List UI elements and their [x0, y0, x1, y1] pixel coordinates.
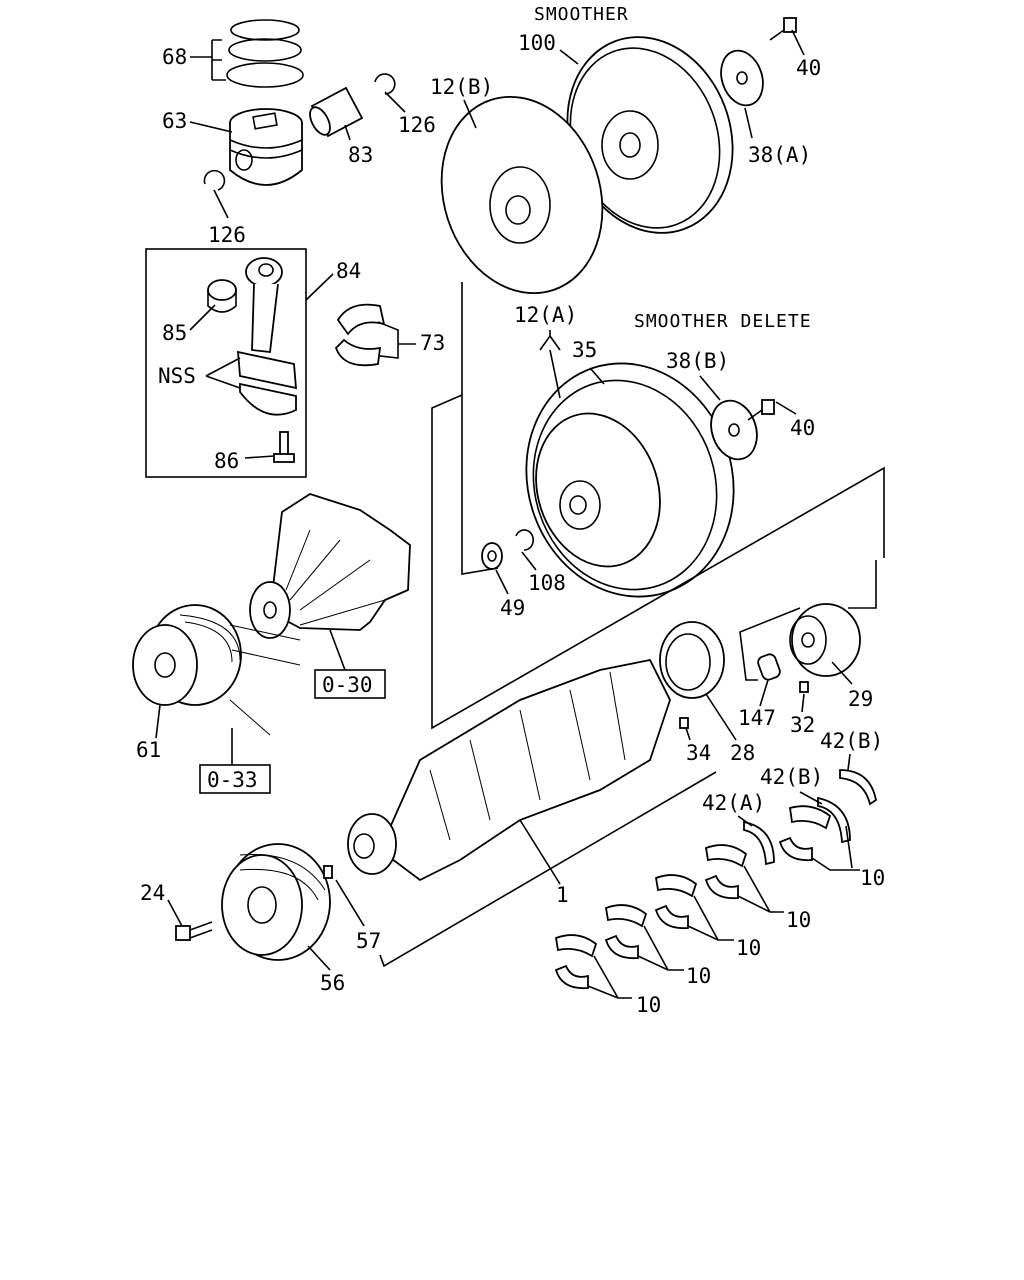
flywheel-bolt-part — [769, 17, 797, 41]
water-pump-part — [249, 493, 411, 639]
crank-gear-part — [789, 603, 861, 677]
callout-56: 56 — [320, 971, 345, 995]
conrod-bearing-part — [334, 303, 386, 367]
callout-10-e: 10 — [636, 993, 661, 1017]
callout-10-b: 10 — [786, 908, 811, 932]
crankshaft-part — [347, 658, 671, 882]
callout-12a: 12(A) — [514, 303, 577, 327]
callout-42b-upper: 42(B) — [820, 729, 883, 753]
snap-ring-part — [374, 73, 396, 95]
small-end-bushing-part — [207, 279, 237, 313]
callout-38a: 38(A) — [748, 143, 811, 167]
callout-100: 100 — [518, 31, 556, 55]
key-part — [799, 681, 809, 693]
callout-28: 28 — [730, 741, 755, 765]
pulley-bolt-part — [175, 921, 213, 941]
thrust-washer-part — [817, 796, 851, 844]
callout-40-lower: 40 — [790, 416, 815, 440]
crank-key-part — [679, 717, 689, 729]
callout-61: 61 — [136, 738, 161, 762]
connecting-rod-assembly-box — [145, 248, 307, 478]
callout-73: 73 — [420, 331, 445, 355]
callout-38b: 38(B) — [666, 349, 729, 373]
callout-12b: 12(B) — [430, 75, 493, 99]
callout-126-upper: 126 — [398, 113, 436, 137]
thrust-washer-part — [839, 769, 878, 806]
snap-ring-part — [203, 169, 226, 191]
callout-49: 49 — [500, 596, 525, 620]
piston-rings-part — [211, 19, 304, 88]
pulley-pin-part — [323, 865, 333, 879]
callout-42b-lower: 42(B) — [760, 765, 823, 789]
callout-63: 63 — [162, 109, 187, 133]
callout-86: 86 — [214, 449, 239, 473]
dowel-pin-part — [757, 653, 781, 681]
callout-34: 34 — [686, 741, 711, 765]
pilot-bearing-part — [481, 542, 503, 570]
fan-pulley-part — [132, 604, 301, 736]
main-bearing-part — [554, 934, 598, 990]
connecting-rod-part — [237, 257, 297, 416]
callout-10-c: 10 — [736, 936, 761, 960]
callout-126-lower: 126 — [208, 223, 246, 247]
callout-29: 29 — [848, 687, 873, 711]
callout-32: 32 — [790, 713, 815, 737]
callout-57: 57 — [356, 929, 381, 953]
main-bearing-part — [604, 904, 648, 960]
smoother-flywheel-part — [566, 36, 734, 234]
callout-24: 24 — [140, 881, 165, 905]
callout-147: 147 — [738, 706, 776, 730]
main-bearing-part — [778, 805, 832, 862]
crank-pulley-part — [221, 843, 331, 961]
piston-pin-part — [309, 86, 364, 138]
callout-42a: 42(A) — [702, 791, 765, 815]
piston-part — [229, 108, 303, 186]
callout-84: 84 — [336, 259, 361, 283]
callout-85: 85 — [162, 321, 187, 345]
callout-10-d: 10 — [686, 964, 711, 988]
conrod-bolt-part — [273, 431, 295, 463]
main-bearing-part — [704, 844, 748, 900]
thrust-washer-part — [743, 820, 775, 866]
callout-108: 108 — [528, 571, 566, 595]
callout-35: 35 — [572, 338, 597, 362]
flywheel-plate-part — [710, 399, 758, 461]
heading-smoother: SMOOTHER — [534, 4, 629, 25]
callout-68: 68 — [162, 45, 187, 69]
callout-10-a: 10 — [860, 866, 885, 890]
callout-83: 83 — [348, 143, 373, 167]
timing-gear-part — [659, 621, 725, 699]
callout-0-30[interactable]: 0-30 — [322, 673, 373, 697]
flex-plate-part — [440, 95, 604, 295]
snap-ring-part — [515, 529, 535, 551]
callout-40-upper: 40 — [796, 56, 821, 80]
flywheel-plate-part — [720, 49, 764, 107]
callout-1: 1 — [556, 883, 569, 907]
main-bearing-part — [654, 874, 698, 930]
callout-nss: NSS — [158, 364, 196, 388]
flywheel-bolt-part — [747, 399, 775, 421]
callout-0-33[interactable]: 0-33 — [207, 768, 258, 792]
heading-smoother-delete: SMOOTHER DELETE — [634, 311, 812, 332]
flywheel-part — [525, 362, 735, 598]
